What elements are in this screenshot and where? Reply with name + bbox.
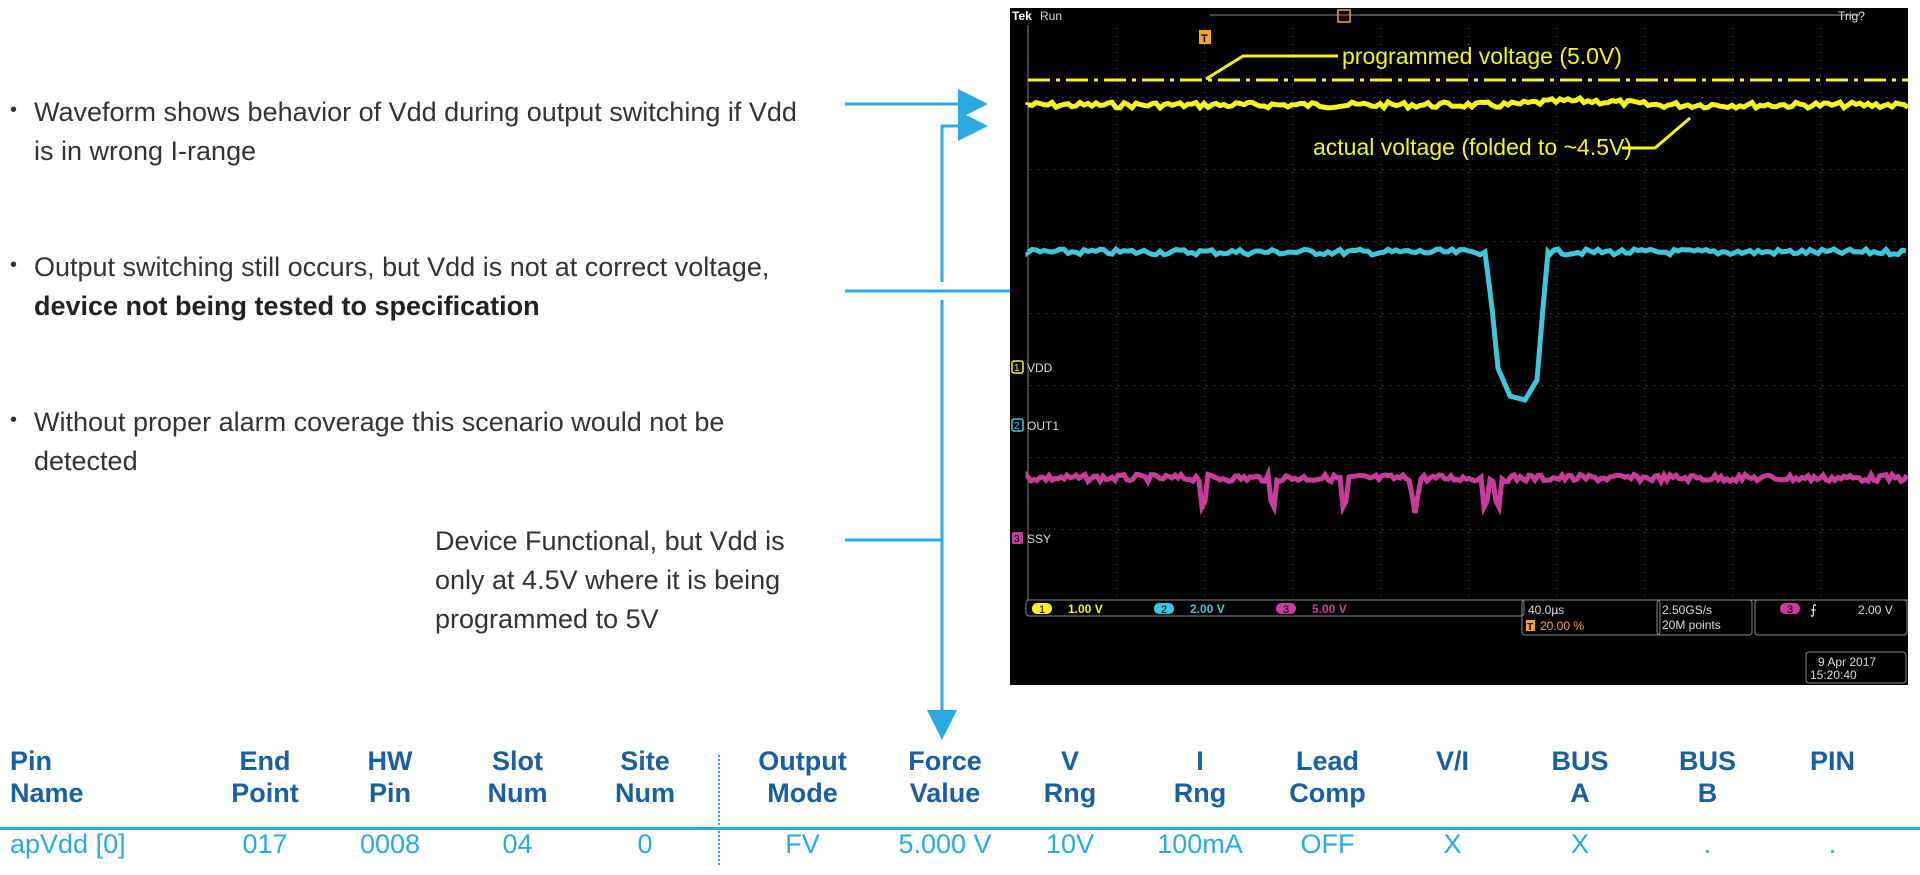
oscilloscope-screen: Tek Run Trig? T programmed voltage (5.0V…	[1010, 8, 1908, 685]
ch3-scale: 5.00 V	[1312, 602, 1347, 616]
table-cell: 0008	[359, 829, 421, 859]
table-cell: X	[1570, 829, 1589, 859]
record-length: 20M points	[1662, 618, 1721, 632]
scope-graticule: Tek Run Trig? T programmed voltage (5.0V…	[1010, 8, 1908, 685]
bullet-dot: •	[10, 254, 18, 276]
ch1-scale: 1.00 V	[1068, 602, 1103, 616]
bullet-text: Without proper alarm coverage this scena…	[34, 407, 725, 476]
trig-pos-icon: T	[1527, 622, 1533, 633]
out1-waveform	[1025, 245, 1907, 403]
trigger-time-label: T	[1201, 33, 1208, 45]
ch1-label: VDD	[1027, 361, 1053, 375]
ch2-label: OUT1	[1027, 419, 1059, 433]
ch2-marker: 2	[1014, 421, 1020, 432]
scope-date: 9 Apr 2017	[1818, 655, 1876, 669]
bullet-dot: •	[10, 99, 18, 121]
trig-position: 20.00 %	[1540, 619, 1584, 633]
table-cell: 5.000 V	[898, 829, 992, 859]
sample-rate: 2.50GS/s	[1662, 603, 1712, 617]
device-functional-note: Device Functional, but Vdd is only at 4.…	[435, 526, 785, 634]
bullet-text: Output switching still occurs, but Vdd i…	[34, 248, 814, 326]
ch3-marker: 3	[1014, 534, 1020, 545]
table-cell: 0	[637, 829, 653, 859]
bullet-text: Waveform shows behavior of Vdd during ou…	[34, 97, 797, 166]
trig-status: Trig?	[1838, 9, 1865, 23]
table-header-cell: PIN	[1809, 746, 1855, 776]
table-cell: OFF	[1300, 829, 1355, 859]
scope-time: 15:20:40	[1810, 668, 1857, 682]
annotation-programmed-voltage: programmed voltage (5.0V)	[1342, 43, 1622, 69]
table-cell: 10V	[1045, 829, 1095, 859]
grid-dots	[1030, 28, 1903, 597]
bullet-text-plain: Output switching still occurs, but Vdd i…	[34, 252, 770, 282]
trig-source: 3	[1787, 604, 1793, 616]
trigger-pos-marker	[1337, 9, 1351, 23]
table-cell: apVdd [0]	[10, 829, 126, 859]
table-cell: .	[1828, 829, 1837, 859]
timebase: 40.0µs	[1528, 603, 1564, 617]
table-header-rule	[0, 827, 1920, 830]
table-cell: 04	[502, 829, 533, 859]
vdd-waveform	[1025, 94, 1908, 112]
ssy-waveform	[1025, 465, 1908, 516]
ch3-scale-num: 3	[1283, 604, 1289, 616]
table-cell: X	[1443, 829, 1462, 859]
trig-level: 2.00 V	[1858, 603, 1893, 617]
run-state: Run	[1040, 9, 1062, 23]
table-cell: FV	[785, 829, 820, 859]
bullet-dot: •	[10, 409, 18, 431]
annotation-actual-voltage: actual voltage (folded to ~4.5V)	[1313, 134, 1632, 160]
table-cell: 017	[242, 829, 288, 859]
bullet-text-bold: device not being tested to specification	[34, 291, 540, 321]
table-header-cell: V/I	[1435, 746, 1469, 776]
arrow-note-to-vdd	[940, 111, 988, 282]
trig-slope-icon: ⨍	[1810, 602, 1817, 617]
ch2-scale-num: 2	[1161, 604, 1167, 616]
ch2-scale: 2.00 V	[1190, 602, 1225, 616]
table-cell: .	[1703, 829, 1712, 859]
tek-logo: Tek	[1012, 9, 1032, 23]
ch1-marker: 1	[1014, 363, 1020, 374]
table-cell: 100mA	[1157, 829, 1243, 859]
ch1-scale-num: 1	[1039, 604, 1045, 616]
ch3-label: SSY	[1027, 532, 1051, 546]
table-divider	[718, 755, 720, 865]
